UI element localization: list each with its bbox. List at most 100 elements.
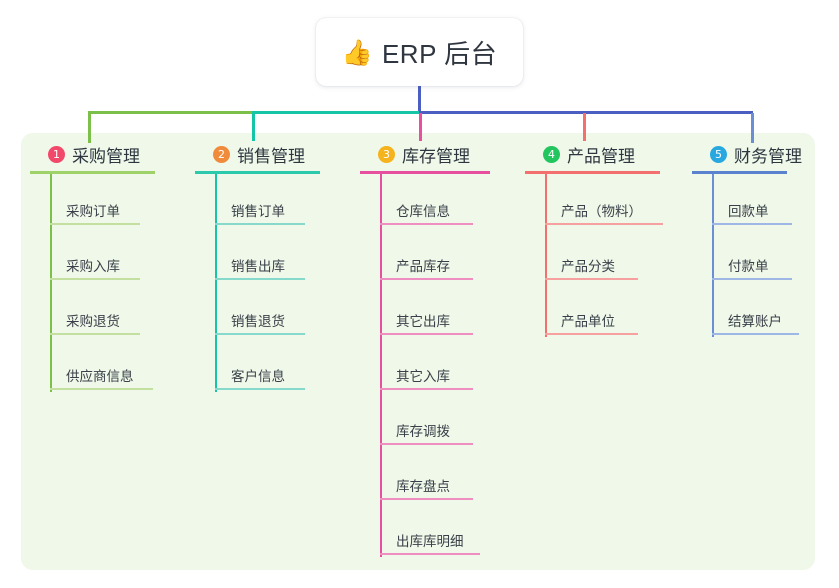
leaf-underline: [215, 223, 305, 225]
leaf-item[interactable]: 产品（物料）: [525, 174, 695, 229]
leaf-label: 其它入库: [396, 369, 450, 384]
leaf-label: 库存盘点: [396, 479, 450, 494]
leaf-spine-1: [50, 174, 52, 392]
leaf-label: 仓库信息: [396, 204, 450, 219]
leaf-label: 产品（物料）: [561, 204, 642, 219]
drop-connector-4: [583, 113, 586, 141]
leaf-label: 回款单: [728, 204, 769, 219]
leaf-item[interactable]: 仓库信息: [360, 174, 525, 229]
leaf-item[interactable]: 其它出库: [360, 284, 525, 339]
leaf-label: 付款单: [728, 259, 769, 274]
leaf-underline: [380, 388, 473, 390]
branch-title-4: 产品管理: [567, 146, 635, 166]
leaf-label: 结算账户: [728, 314, 782, 329]
branch-underline-1: [30, 171, 155, 174]
leaf-underline: [50, 278, 140, 280]
drop-connector-1: [88, 113, 91, 143]
bus-segment-teal: [252, 111, 421, 114]
branch-underline-5: [692, 171, 787, 174]
leaf-item[interactable]: 回款单: [692, 174, 822, 229]
leaf-underline: [50, 388, 153, 390]
leaf-underline: [380, 498, 473, 500]
leaf-label: 采购退货: [66, 314, 120, 329]
leaf-item[interactable]: 结算账户: [692, 284, 822, 339]
leaf-list-3: 仓库信息产品库存其它出库其它入库库存调拨库存盘点出库库明细: [360, 174, 525, 559]
branch-title-5: 财务管理: [734, 146, 802, 166]
branch-header-2[interactable]: 2 销售管理: [195, 140, 355, 168]
leaf-item[interactable]: 出库库明细: [360, 504, 525, 559]
leaf-label: 销售出库: [231, 259, 285, 274]
leaf-list-4: 产品（物料） 产品分类产品单位: [525, 174, 695, 339]
leaf-label: 采购订单: [66, 204, 120, 219]
branch-underline-3: [360, 171, 490, 174]
leaf-item[interactable]: 销售出库: [195, 229, 355, 284]
leaf-item[interactable]: 供应商信息: [30, 339, 190, 394]
leaf-item[interactable]: 库存调拨: [360, 394, 525, 449]
bus-segment-blue: [419, 111, 753, 114]
leaf-item[interactable]: 付款单: [692, 229, 822, 284]
leaf-item[interactable]: 客户信息: [195, 339, 355, 394]
leaf-list-5: 回款单付款单结算账户: [692, 174, 822, 339]
leaf-underline: [712, 278, 792, 280]
branch-column-2: 2 销售管理销售订单销售出库销售退货客户信息: [195, 140, 355, 394]
leaf-underline: [545, 223, 663, 225]
leaf-item[interactable]: 其它入库: [360, 339, 525, 394]
leaf-underline: [380, 443, 473, 445]
leaf-item[interactable]: 采购入库: [30, 229, 190, 284]
root-trunk-connector: [418, 86, 421, 113]
leaf-item[interactable]: 销售退货: [195, 284, 355, 339]
leaf-item[interactable]: 采购退货: [30, 284, 190, 339]
leaf-underline: [380, 223, 473, 225]
leaf-label: 出库库明细: [396, 534, 464, 549]
leaf-item[interactable]: 库存盘点: [360, 449, 525, 504]
leaf-label: 产品单位: [561, 314, 615, 329]
branch-badge-4: 4: [543, 145, 560, 163]
leaf-underline: [380, 278, 473, 280]
leaf-list-2: 销售订单销售出库销售退货客户信息: [195, 174, 355, 394]
leaf-underline: [215, 333, 305, 335]
leaf-underline: [380, 553, 480, 555]
leaf-label: 供应商信息: [66, 369, 134, 384]
leaf-underline: [712, 333, 799, 335]
leaf-item[interactable]: 产品单位: [525, 284, 695, 339]
root-title: ERP 后台: [381, 38, 498, 69]
thumbs-up-icon: 👍: [341, 37, 373, 67]
content-panel: [21, 133, 815, 570]
leaf-spine-2: [215, 174, 217, 392]
branch-underline-4: [525, 171, 660, 174]
leaf-item[interactable]: 采购订单: [30, 174, 190, 229]
branch-badge-2: 2: [213, 145, 230, 163]
leaf-underline: [712, 223, 792, 225]
root-node[interactable]: 👍 ERP 后台: [316, 18, 523, 86]
leaf-label: 库存调拨: [396, 424, 450, 439]
leaf-label: 其它出库: [396, 314, 450, 329]
branch-title-2: 销售管理: [237, 146, 305, 166]
branch-badge-1: 1: [48, 145, 65, 163]
branch-header-1[interactable]: 1 采购管理: [30, 140, 190, 168]
branch-header-4[interactable]: 4 产品管理: [525, 140, 695, 168]
drop-connector-3: [419, 113, 422, 141]
branch-column-3: 3 库存管理仓库信息产品库存其它出库其它入库库存调拨库存盘点出库库明细: [360, 140, 525, 559]
leaf-underline: [545, 278, 638, 280]
leaf-label: 采购入库: [66, 259, 120, 274]
leaf-item[interactable]: 产品分类: [525, 229, 695, 284]
branch-title-3: 库存管理: [402, 146, 470, 166]
leaf-item[interactable]: 产品库存: [360, 229, 525, 284]
leaf-label: 产品分类: [561, 259, 615, 274]
branch-title-1: 采购管理: [72, 146, 140, 166]
leaf-label: 销售退货: [231, 314, 285, 329]
leaf-label: 销售订单: [231, 204, 285, 219]
branch-badge-3: 3: [378, 145, 395, 163]
leaf-item[interactable]: 销售订单: [195, 174, 355, 229]
branch-column-4: 4 产品管理产品（物料） 产品分类产品单位: [525, 140, 695, 339]
leaf-spine-3: [380, 174, 382, 557]
leaf-underline: [50, 223, 140, 225]
leaf-underline: [50, 333, 140, 335]
branch-column-1: 1 采购管理采购订单采购入库采购退货供应商信息: [30, 140, 190, 394]
drop-connector-2: [252, 113, 255, 141]
branch-header-3[interactable]: 3 库存管理: [360, 140, 525, 168]
leaf-underline: [215, 278, 305, 280]
leaf-underline: [380, 333, 473, 335]
